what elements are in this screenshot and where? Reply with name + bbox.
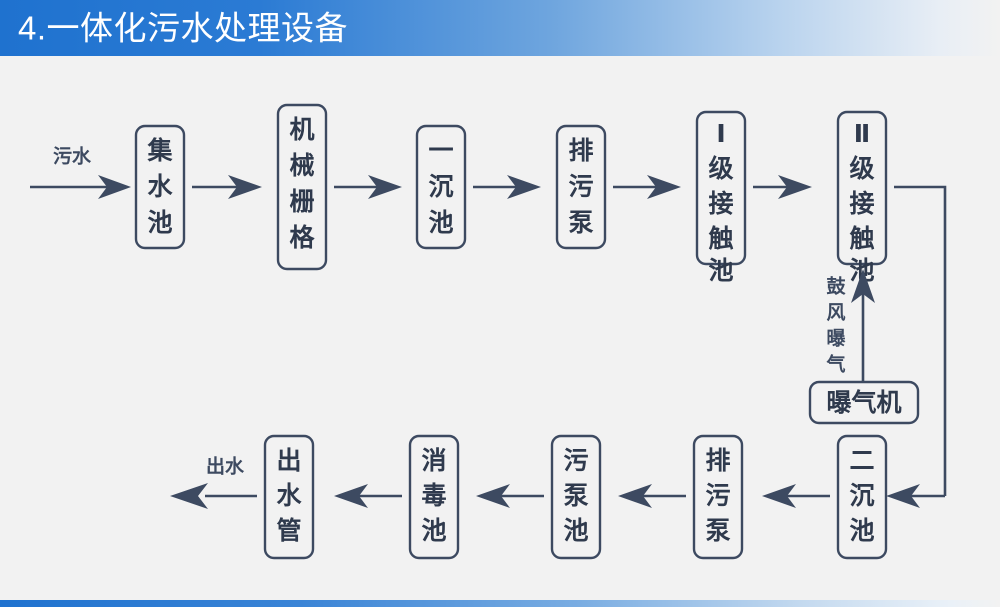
node-jiechuchi2-char-0: Ⅱ [854, 120, 870, 148]
node-jixieshange-box [276, 103, 328, 271]
edge-label-outlet: 出水 [206, 455, 245, 478]
node-jiechuchi1-char-0: Ⅰ [716, 120, 725, 148]
slide-footer-bar [0, 600, 1000, 607]
edge-4-arrowhead [647, 175, 681, 199]
node-paiwubeng2[interactable]: 排 污 泵 [692, 434, 744, 560]
node-paiwubeng2-char-0: 排 [705, 447, 730, 475]
node-paiwubeng1-box [555, 124, 607, 250]
edge-6-arrowhead [762, 484, 796, 508]
node-jiechuchi2[interactable]: Ⅱ 级 接 触 池 [836, 110, 888, 285]
edge-label-aeration-char-2: 曝 [826, 328, 845, 350]
node-jixieshange-char-2: 栅 [289, 188, 314, 216]
edge-2-arrowhead [368, 175, 402, 199]
edge-label-inlet: 污水 [53, 146, 92, 168]
edge-label-aeration-char-3: 气 [825, 353, 845, 376]
node-xiaoduchi-box [408, 434, 460, 560]
node-wubengchi-box [550, 434, 602, 560]
node-baoqiji-box [808, 380, 920, 425]
node-paiwubeng2-box [692, 434, 744, 560]
node-chushuiguan[interactable]: 出 水 管 [263, 434, 315, 560]
node-jiechuchi2-char-2: 接 [849, 190, 874, 218]
node-jishuichi-char-1: 水 [147, 173, 173, 201]
node-jiechuchi1[interactable]: Ⅰ 级 接 触 池 [695, 110, 747, 285]
node-wubengchi[interactable]: 污 泵 池 [550, 434, 602, 560]
node-jiechuchi1-char-2: 接 [708, 190, 733, 218]
edge-inlet-arrowhead [98, 175, 131, 199]
node-jixieshange-char-3: 格 [289, 223, 315, 252]
node-yichenchi[interactable]: 一 沉 池 [415, 124, 467, 250]
node-jixieshange[interactable]: 机 械 栅 格 [276, 103, 328, 271]
node-paiwubeng1-char-2: 泵 [568, 209, 593, 237]
node-jishuichi-char-0: 集 [146, 136, 173, 165]
node-jiechuchi2-char-3: 触 [849, 225, 874, 253]
node-jixieshange-char-0: 机 [289, 116, 314, 144]
node-paiwubeng1[interactable]: 排 污 泵 [555, 124, 607, 250]
node-paiwubeng2-char-2: 泵 [705, 517, 730, 545]
node-paiwubeng2-char-1: 污 [705, 482, 730, 510]
node-baoqiji[interactable]: 曝气机 [808, 380, 920, 425]
edge-7-arrowhead [618, 484, 652, 508]
edge-1-arrowhead [228, 175, 262, 199]
node-xiaoduchi-char-1: 毒 [421, 482, 446, 510]
edge-5-arrowhead [778, 175, 812, 199]
edge-label-aeration-char-0: 鼓 [826, 275, 846, 298]
slide-header-bar: 4.一体化污水处理设备 [0, 0, 1000, 56]
node-yichenchi-box [415, 124, 467, 250]
node-erchenchi-char-2: 池 [849, 517, 874, 545]
node-paiwubeng1-char-1: 污 [568, 173, 593, 201]
edge-aeration-arrowhead [851, 269, 875, 303]
node-erchenchi-box [836, 434, 888, 560]
node-erchenchi-char-0: 二 [849, 447, 874, 475]
node-jiechuchi1-char-1: 级 [708, 154, 733, 183]
node-jixieshange-char-1: 械 [289, 152, 314, 180]
node-wubengchi-char-1: 泵 [563, 482, 588, 510]
edge-return-path [894, 185, 947, 496]
node-xiaoduchi-char-0: 消 [421, 447, 446, 475]
node-chushuiguan-box [263, 434, 315, 560]
node-wubengchi-char-0: 污 [563, 447, 588, 475]
edge-9-arrowhead [334, 484, 368, 508]
node-jiechuchi1-char-3: 触 [708, 225, 733, 253]
node-chushuiguan-char-1: 水 [276, 482, 302, 510]
node-xiaoduchi-char-2: 池 [421, 517, 446, 545]
node-jishuichi-char-2: 池 [147, 209, 172, 237]
process-flow-diagram: 污水 集 水 池 机 械 栅 格 [0, 56, 1000, 600]
node-jiechuchi1-box [695, 110, 747, 266]
edge-outlet-arrowhead [170, 483, 208, 509]
node-jiechuchi1-char-4: 池 [708, 257, 733, 285]
node-xiaoduchi[interactable]: 消 毒 池 [408, 434, 460, 560]
node-baoqiji-label: 曝气机 [826, 388, 901, 417]
node-erchenchi[interactable]: 二 沉 池 [836, 434, 888, 560]
edge-3-arrowhead [507, 175, 541, 199]
node-jishuichi[interactable]: 集 水 池 [134, 124, 186, 250]
page-title: 4.一体化污水处理设备 [18, 9, 349, 47]
edge-return-arrowhead [886, 484, 920, 508]
node-jiechuchi2-box [836, 110, 888, 266]
node-yichenchi-char-2: 池 [428, 209, 453, 237]
node-yichenchi-char-0: 一 [428, 137, 453, 165]
node-yichenchi-char-1: 沉 [428, 173, 453, 201]
edge-8-arrowhead [476, 484, 510, 508]
node-jishuichi-box [134, 124, 186, 250]
node-jiechuchi2-char-1: 级 [849, 154, 874, 183]
node-wubengchi-char-2: 池 [563, 517, 588, 545]
edge-label-aeration-char-1: 风 [826, 302, 845, 324]
node-chushuiguan-char-0: 出 [276, 447, 301, 475]
node-chushuiguan-char-2: 管 [276, 516, 301, 545]
node-erchenchi-char-1: 沉 [849, 482, 874, 510]
node-paiwubeng1-char-0: 排 [568, 137, 593, 165]
